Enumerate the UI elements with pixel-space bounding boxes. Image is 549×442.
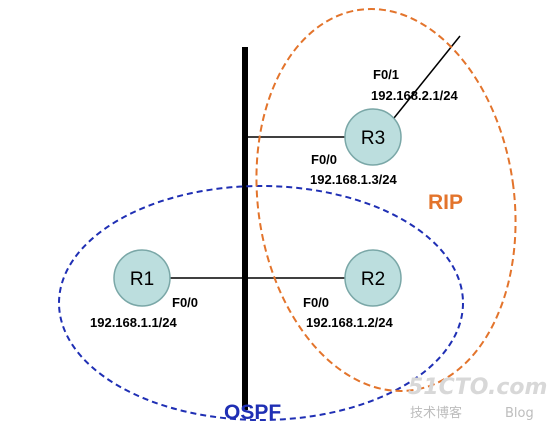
r2-ip-label: 192.168.1.2/24 [306,315,394,330]
r3-wan-link [393,35,461,119]
r1-ip-label: 192.168.1.1/24 [90,315,178,330]
router-r2[interactable]: R2 [344,249,402,307]
watermark-site: 51CTO.com [408,375,547,400]
router-r3[interactable]: R3 [344,108,402,166]
router-r2-label: R2 [361,269,385,290]
ospf-area-boundary [58,185,464,421]
r1-interface-label: F0/0 [172,295,198,310]
router-r1[interactable]: R1 [113,249,171,307]
rip-area-label: RIP [428,191,463,214]
r3-wan-interface-label: F0/1 [373,67,399,82]
r3-wan-ip-label: 192.168.2.1/24 [371,88,459,103]
r2-interface-label: F0/0 [303,295,329,310]
r3-lan-ip-label: 192.168.1.3/24 [310,172,398,187]
router-r1-label: R1 [130,269,154,290]
watermark-subtitle: 技术博客 [410,405,462,421]
router-r3-label: R3 [361,128,385,149]
rip-area-boundary [255,8,517,392]
r3-lan-interface-label: F0/0 [311,152,337,167]
ospf-area-label: OSPF [224,401,281,424]
watermark-blog: Blog [505,406,534,421]
watermark-logo: 51CTO.com 技术博客 Blog [408,375,547,421]
